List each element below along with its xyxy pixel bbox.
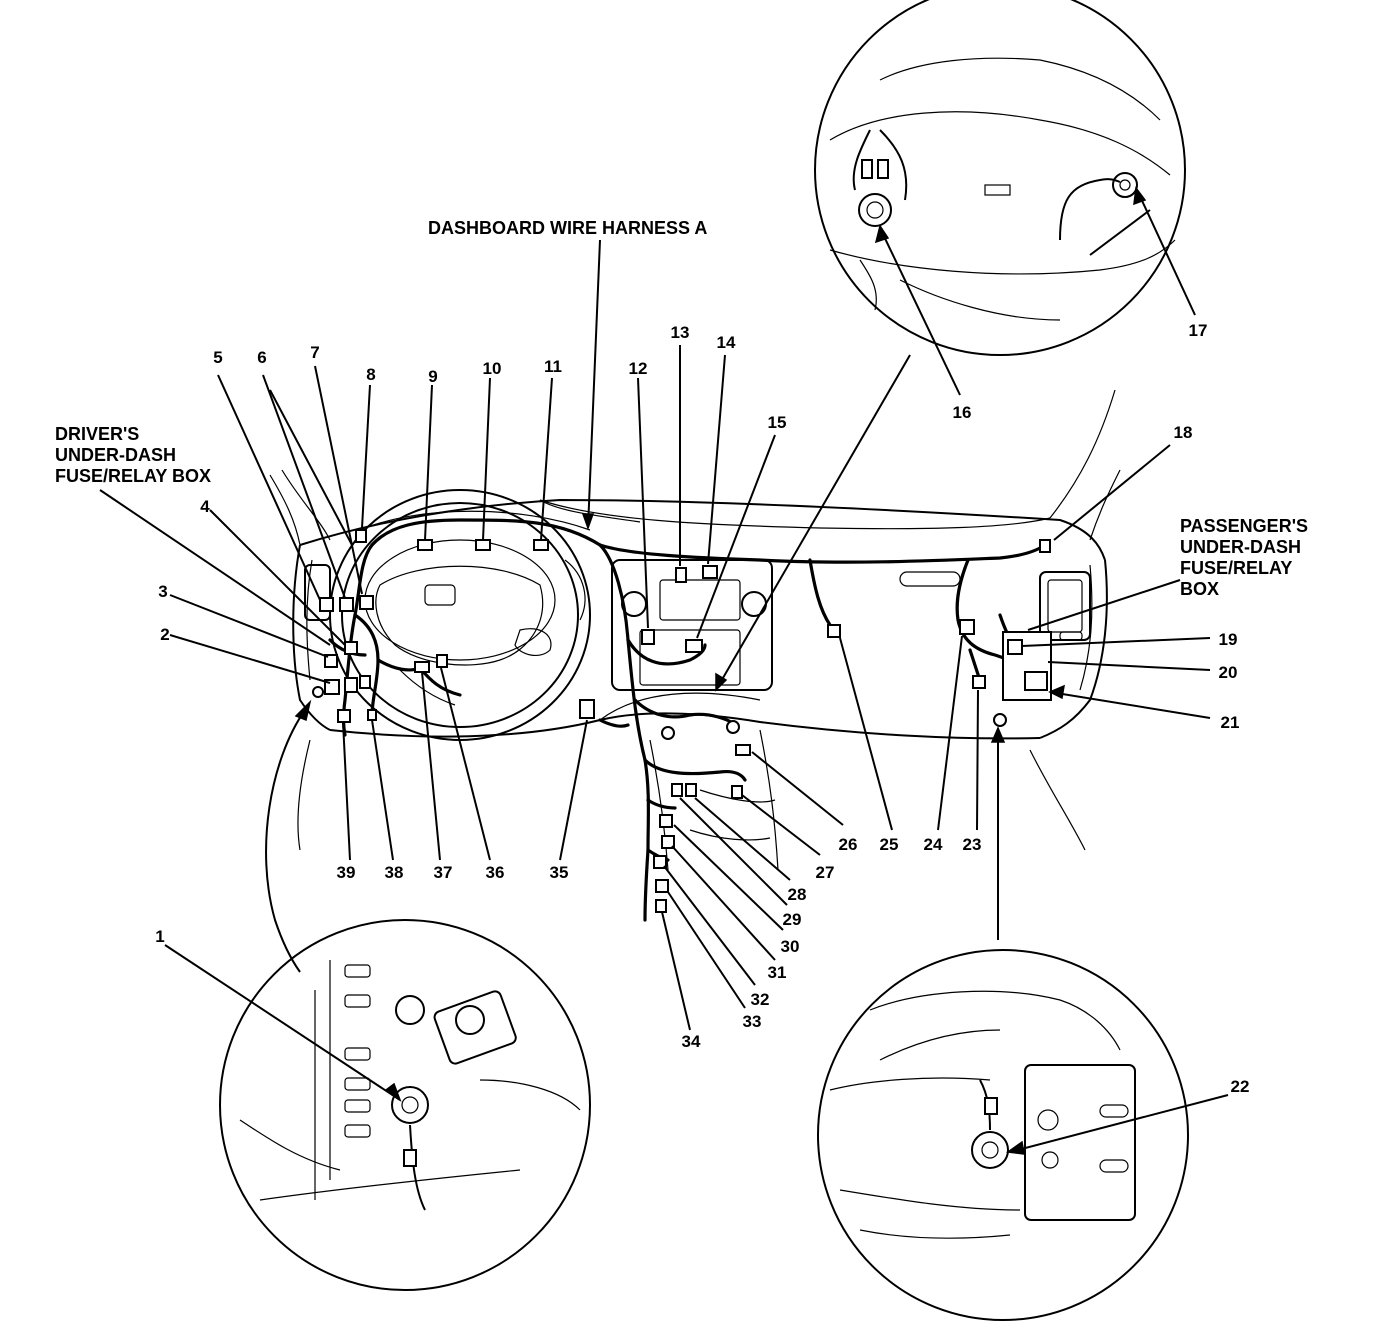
callout-9: 9 <box>428 367 437 386</box>
callout-22: 22 <box>1231 1077 1250 1096</box>
driver-vent <box>304 564 331 621</box>
ground-bolt-center-a <box>661 726 675 740</box>
connector-38 <box>367 709 377 721</box>
passengers-box-label-line1: PASSENGER'S <box>1180 516 1308 536</box>
drivers-box-label-line3: FUSE/RELAY BOX <box>55 466 211 486</box>
callout-39: 39 <box>337 863 356 882</box>
detail-circle-ground-22 <box>817 949 1189 1321</box>
connector-27 <box>731 785 743 799</box>
callout-14: 14 <box>717 333 736 352</box>
connector-13 <box>675 567 687 583</box>
callout-18: 18 <box>1174 423 1193 442</box>
callout-26: 26 <box>839 835 858 854</box>
connector-25 <box>827 624 841 638</box>
connector-2b <box>344 677 358 693</box>
connector-2c <box>359 675 371 689</box>
detail-circle-ground-16-17 <box>814 0 1186 356</box>
passengers-box-label-line3: FUSE/RELAY <box>1180 558 1292 578</box>
connector-26 <box>735 744 751 756</box>
callout-21: 21 <box>1221 713 1240 732</box>
callout-3: 3 <box>158 582 167 601</box>
callout-7: 7 <box>310 343 319 362</box>
passenger-vent <box>899 571 1091 641</box>
connector-37 <box>414 661 430 673</box>
ground-bolt-center-b <box>726 720 740 734</box>
callout-36: 36 <box>486 863 505 882</box>
connector-36 <box>436 654 448 668</box>
dashboard-outline <box>269 389 1121 871</box>
connector-4 <box>344 641 358 655</box>
connector-30 <box>659 814 673 828</box>
connector-10 <box>475 539 491 551</box>
center-stack <box>611 559 773 691</box>
callout-4: 4 <box>200 497 210 516</box>
passengers-box-label-line4: BOX <box>1180 579 1219 599</box>
connector-34 <box>655 899 667 913</box>
callout-8: 8 <box>366 365 375 384</box>
connector-24 <box>959 619 975 635</box>
drivers-box-label-line1: DRIVER'S <box>55 424 139 444</box>
connector-23 <box>972 675 986 689</box>
ground-bolt-left <box>312 686 324 698</box>
callout-37: 37 <box>434 863 453 882</box>
harness-title: DASHBOARD WIRE HARNESS A <box>428 218 707 238</box>
callout-35: 35 <box>550 863 569 882</box>
callout-24: 24 <box>924 835 943 854</box>
steering-wheel <box>329 489 591 741</box>
callout-34: 34 <box>682 1032 701 1051</box>
callout-1: 1 <box>155 927 164 946</box>
connector-32 <box>653 855 667 869</box>
connector-7 <box>359 595 374 610</box>
callout-25: 25 <box>880 835 899 854</box>
connector-35 <box>579 699 595 719</box>
connector-18 <box>1039 539 1051 553</box>
text-labels: DASHBOARD WIRE HARNESS A DRIVER'S UNDER-… <box>55 218 1308 1096</box>
connectors <box>312 529 1052 913</box>
ground-bolt-right <box>993 713 1007 727</box>
connector-12 <box>641 629 655 645</box>
connector-3 <box>324 654 338 668</box>
callout-29: 29 <box>783 910 802 929</box>
connector-5 <box>319 597 334 612</box>
callout-30: 30 <box>781 937 800 956</box>
callout-19: 19 <box>1219 630 1238 649</box>
connector-39 <box>337 709 351 723</box>
callout-10: 10 <box>483 359 502 378</box>
passengers-box-label-line2: UNDER-DASH <box>1180 537 1301 557</box>
connector-33 <box>655 879 669 893</box>
leader-lines <box>99 186 1229 1155</box>
callout-6: 6 <box>257 348 266 367</box>
connector-8 <box>355 529 367 543</box>
callout-2: 2 <box>160 625 169 644</box>
connector-15 <box>685 639 703 653</box>
callout-32: 32 <box>751 990 770 1009</box>
callout-12: 12 <box>629 359 648 378</box>
connector-14 <box>702 565 718 579</box>
callout-38: 38 <box>385 863 404 882</box>
callout-11: 11 <box>544 357 562 376</box>
connector-6 <box>339 597 354 612</box>
callout-16: 16 <box>953 403 972 422</box>
connector-9 <box>417 539 433 551</box>
callout-31: 31 <box>768 963 787 982</box>
callout-13: 13 <box>671 323 690 342</box>
drivers-box-label-line2: UNDER-DASH <box>55 445 176 465</box>
callout-28: 28 <box>788 885 807 904</box>
detail-circle-ground-1 <box>219 919 591 1291</box>
connector-11 <box>533 539 549 551</box>
callout-27: 27 <box>816 863 835 882</box>
connector-29 <box>671 783 683 797</box>
connector-28 <box>685 783 697 797</box>
callout-33: 33 <box>743 1012 762 1031</box>
callout-15: 15 <box>768 413 787 432</box>
callout-23: 23 <box>963 835 982 854</box>
connector-31 <box>661 835 675 849</box>
callout-17: 17 <box>1189 321 1208 340</box>
callout-5: 5 <box>213 348 222 367</box>
callout-20: 20 <box>1219 663 1238 682</box>
